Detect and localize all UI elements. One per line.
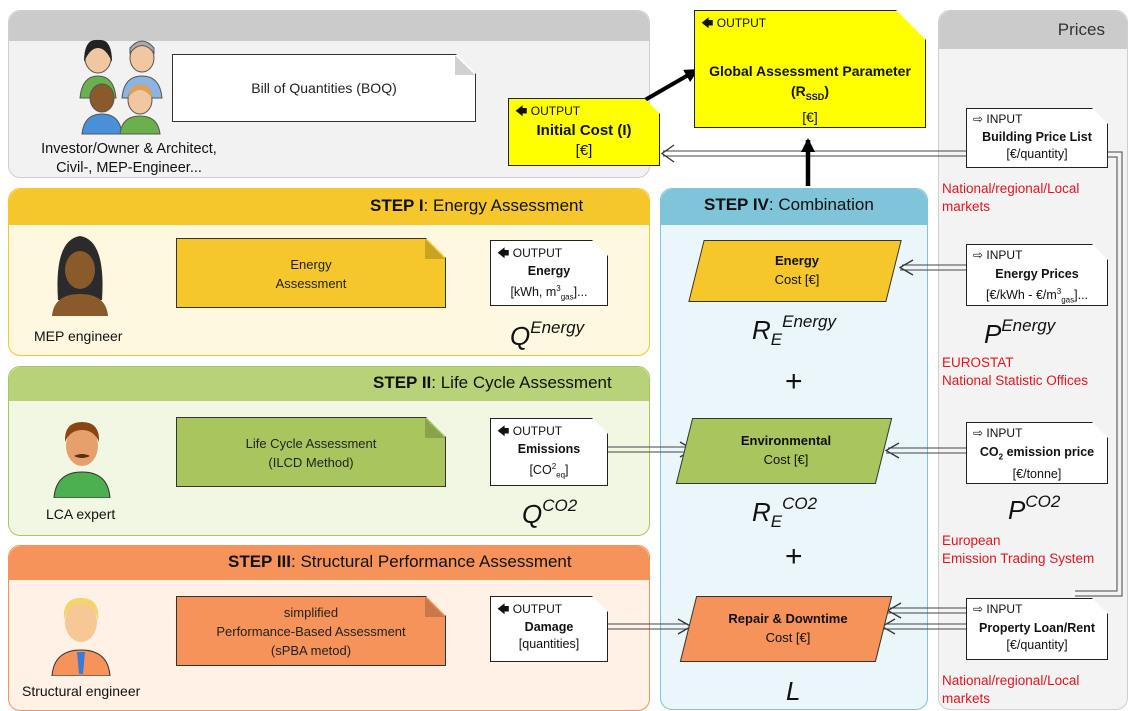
lca-note: Life Cycle Assessment(ILCD Method): [176, 417, 446, 487]
lca-expert-avatar: [50, 410, 114, 498]
mep-engineer-label: MEP engineer: [34, 328, 123, 344]
output-arrow-icon: 🡄: [701, 16, 714, 30]
step2-title: STEP II: Life Cycle Assessment: [373, 373, 612, 392]
initial-cost-output: 🡄 OUTPUT Initial Cost (I)[€]: [508, 98, 660, 166]
structural-engineer-label: Structural engineer: [22, 683, 141, 699]
structural-engineer-avatar: [48, 588, 114, 676]
input-arrow-icon: ⇨: [973, 248, 984, 262]
plus-sign: +: [785, 365, 803, 398]
co2-quantity-symbol: QCO2: [522, 496, 578, 529]
step3-title: STEP III: Structural Performance Assessm…: [228, 552, 572, 571]
building-price-input: ⇨ INPUT Building Price List[€/quantity]: [966, 108, 1108, 168]
co2-price-input: ⇨ INPUT CO2 emission price[€/tonne]: [966, 422, 1108, 484]
energy-quantity-symbol: QEnergy: [510, 318, 585, 351]
stakeholders-icon: [76, 36, 168, 136]
lca-expert-label: LCA expert: [46, 506, 116, 522]
energy-output: 🡄 OUTPUT Energy [kWh, m3gas]...: [490, 240, 608, 306]
output-arrow-icon: 🡄: [515, 104, 528, 118]
energy-cost-symbol: REEnergy: [752, 312, 836, 349]
environmental-cost-symbol: RECO2: [752, 494, 818, 531]
building-price-source: National/regional/Local markets: [942, 181, 1080, 214]
global-assessment-output: 🡄 OUTPUT Global Assessment Parameter (RS…: [694, 10, 926, 128]
property-loan-source: National/regional/Local markets: [942, 673, 1080, 706]
energy-prices-input: ⇨ INPUT Energy Prices [€/kWh - €/m3gas].…: [966, 244, 1108, 306]
energy-price-symbol: PEnergy: [984, 316, 1056, 349]
boq-note: Bill of Quantities (BOQ): [172, 54, 476, 122]
input-arrow-icon: ⇨: [973, 602, 984, 616]
stakeholders-role: Investor/Owner & Architect,Civil-, MEP-E…: [41, 141, 217, 176]
mep-engineer-avatar: [50, 230, 110, 316]
property-loan-input: ⇨ INPUT Property Loan/Rent[€/quantity]: [966, 598, 1108, 660]
repair-cost-symbol: L: [786, 676, 801, 706]
output-arrow-icon: 🡄: [497, 246, 510, 260]
co2-price-symbol: PCO2: [1008, 492, 1061, 525]
prices-title: Prices: [1057, 20, 1105, 39]
output-arrow-icon: 🡄: [497, 602, 510, 616]
input-arrow-icon: ⇨: [973, 112, 984, 126]
damage-output: 🡄 OUTPUT Damage[quantities]: [490, 596, 608, 662]
input-arrow-icon: ⇨: [973, 426, 984, 440]
plus-sign: +: [785, 540, 803, 573]
output-arrow-icon: 🡄: [497, 424, 510, 438]
emissions-output: 🡄 OUTPUT Emissions [CO2eq]: [490, 418, 608, 486]
step4-title: STEP IV: Combination: [704, 195, 874, 214]
step1-title: STEP I: Energy Assessment: [370, 196, 584, 215]
